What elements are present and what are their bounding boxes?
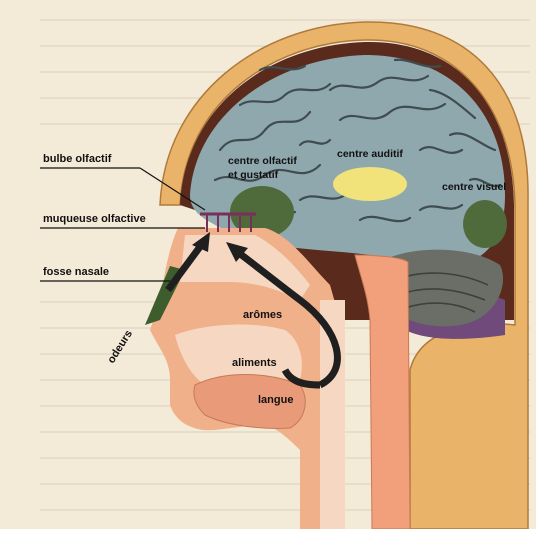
label-olfactory-gustatory-center-line1: centre olfactif [228,155,297,167]
label-visual-center: centre visuel [442,181,506,193]
label-olfactory-gustatory-center-line2: et gustatif [228,169,279,181]
label-food: aliments [232,357,277,369]
label-olfactory-bulb: bulbe olfactif [43,153,112,165]
visual-center [463,200,507,248]
label-auditory-center: centre auditif [337,148,403,160]
label-tongue: langue [258,394,293,406]
label-nasal-cavity: fosse nasale [43,266,109,278]
label-aromas: arômes [243,309,282,321]
label-olfactory-mucosa: muqueuse olfactive [43,213,146,225]
auditory-center [333,167,407,201]
